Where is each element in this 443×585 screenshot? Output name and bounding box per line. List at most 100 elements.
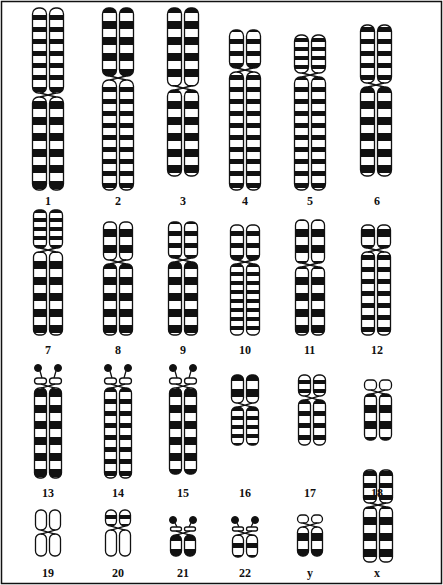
chromosome-part <box>120 80 134 190</box>
chromosome-part <box>232 375 244 403</box>
chromosome-part <box>378 87 392 176</box>
chromosome-part <box>247 225 260 260</box>
chromosome <box>34 210 63 335</box>
chromosome <box>296 220 325 335</box>
chromosome-part <box>33 8 47 93</box>
chromosome-part <box>185 222 198 258</box>
chromosome-part <box>120 510 131 526</box>
chromosome-part <box>364 507 377 562</box>
chromosome-number: 13 <box>42 487 54 499</box>
chromosome-number: 20 <box>112 567 124 579</box>
chromosome-number: 19 <box>42 567 54 579</box>
chromosome-part <box>312 267 325 335</box>
chromosome-part <box>106 530 117 556</box>
chromosome-part <box>170 517 177 524</box>
chromosome-part <box>247 30 261 68</box>
chromosome <box>170 365 197 475</box>
chromosome-number: y <box>307 567 313 579</box>
chromosome-part <box>378 25 392 83</box>
chromosome-part <box>110 371 126 378</box>
chromosome-part <box>35 365 42 372</box>
chromosome-part <box>35 388 47 478</box>
chromosome <box>105 365 132 479</box>
chromosome-part <box>247 535 258 557</box>
chromosome-part <box>176 384 190 388</box>
chromosome-part <box>50 378 62 384</box>
chromosome-part <box>171 527 182 531</box>
chromosome-part <box>252 517 259 524</box>
chromosome-number: 15 <box>177 487 189 499</box>
chromosome-part <box>231 225 244 260</box>
chromosome <box>365 380 392 440</box>
chromosome-part <box>50 8 64 93</box>
chromosome-part <box>299 400 311 445</box>
chromosome-part <box>185 388 197 474</box>
chromosome-part <box>185 262 198 335</box>
chromosome-part <box>232 517 239 524</box>
chromosome-part <box>378 225 391 248</box>
chromosome-number: 5 <box>307 195 313 207</box>
chromosome-part <box>238 531 252 535</box>
chromosome <box>170 517 197 557</box>
chromosome-part <box>41 384 55 388</box>
chromosome-part <box>368 248 384 252</box>
chromosome-part <box>233 527 244 531</box>
chromosome-part <box>365 380 377 390</box>
chromosome-part <box>104 264 117 335</box>
chromosome-part <box>110 260 126 264</box>
chromosome-part <box>120 8 134 76</box>
chromosome-number: 1 <box>45 195 51 207</box>
chromosome-part <box>55 365 62 372</box>
chromosome-part <box>231 264 244 335</box>
chromosome-part <box>169 262 182 335</box>
chromosome <box>299 375 326 445</box>
chromosome <box>361 25 392 176</box>
chromosome-part <box>120 264 133 335</box>
chromosome-number: 9 <box>180 344 186 356</box>
chromosome-part <box>295 35 309 73</box>
chromosome <box>33 8 64 190</box>
chromosome-part <box>185 527 196 531</box>
chromosome-part <box>50 534 61 556</box>
chromosome-part <box>36 534 47 556</box>
chromosome-part <box>170 365 177 372</box>
chromosome <box>231 225 260 335</box>
chromosome-part <box>41 530 55 534</box>
chromosome-part <box>50 510 61 530</box>
chromosome-part <box>230 72 244 190</box>
chromosome-part <box>175 258 191 262</box>
chromosome-part <box>303 523 317 527</box>
chromosome-part <box>312 527 323 556</box>
chromosome-part <box>185 90 199 176</box>
chromosome-part <box>314 400 326 445</box>
chromosome-part <box>247 264 260 335</box>
chromosome-part <box>103 80 117 190</box>
chromosome-part <box>232 407 244 445</box>
chromosome <box>169 222 198 335</box>
chromosome-part <box>362 225 375 248</box>
chromosome-part <box>302 263 318 267</box>
chromosome-part <box>365 394 377 440</box>
chromosome-number: 8 <box>115 344 121 356</box>
chromosome-number: 10 <box>239 344 251 356</box>
chromosome <box>36 510 61 556</box>
chromosome-part <box>305 396 319 400</box>
chromosome-part <box>185 8 199 86</box>
chromosome-part <box>298 527 309 556</box>
chromosome-part <box>40 93 56 97</box>
chromosome-number: 4 <box>242 195 248 207</box>
chromosome <box>295 35 326 190</box>
chromosome-part <box>110 76 126 80</box>
chromosome <box>298 515 323 556</box>
chromosome-part <box>120 388 132 478</box>
chromosome-part <box>104 222 117 260</box>
chromosome-number: 22 <box>239 567 251 579</box>
chromosome-number: 11 <box>304 344 315 356</box>
chromosome-part <box>34 252 47 335</box>
chromosome-part <box>50 252 63 335</box>
chromosome-number: 17 <box>304 487 316 499</box>
chromosome-part <box>170 388 182 474</box>
chromosome-part <box>247 407 259 445</box>
chromosome-part <box>296 267 309 335</box>
